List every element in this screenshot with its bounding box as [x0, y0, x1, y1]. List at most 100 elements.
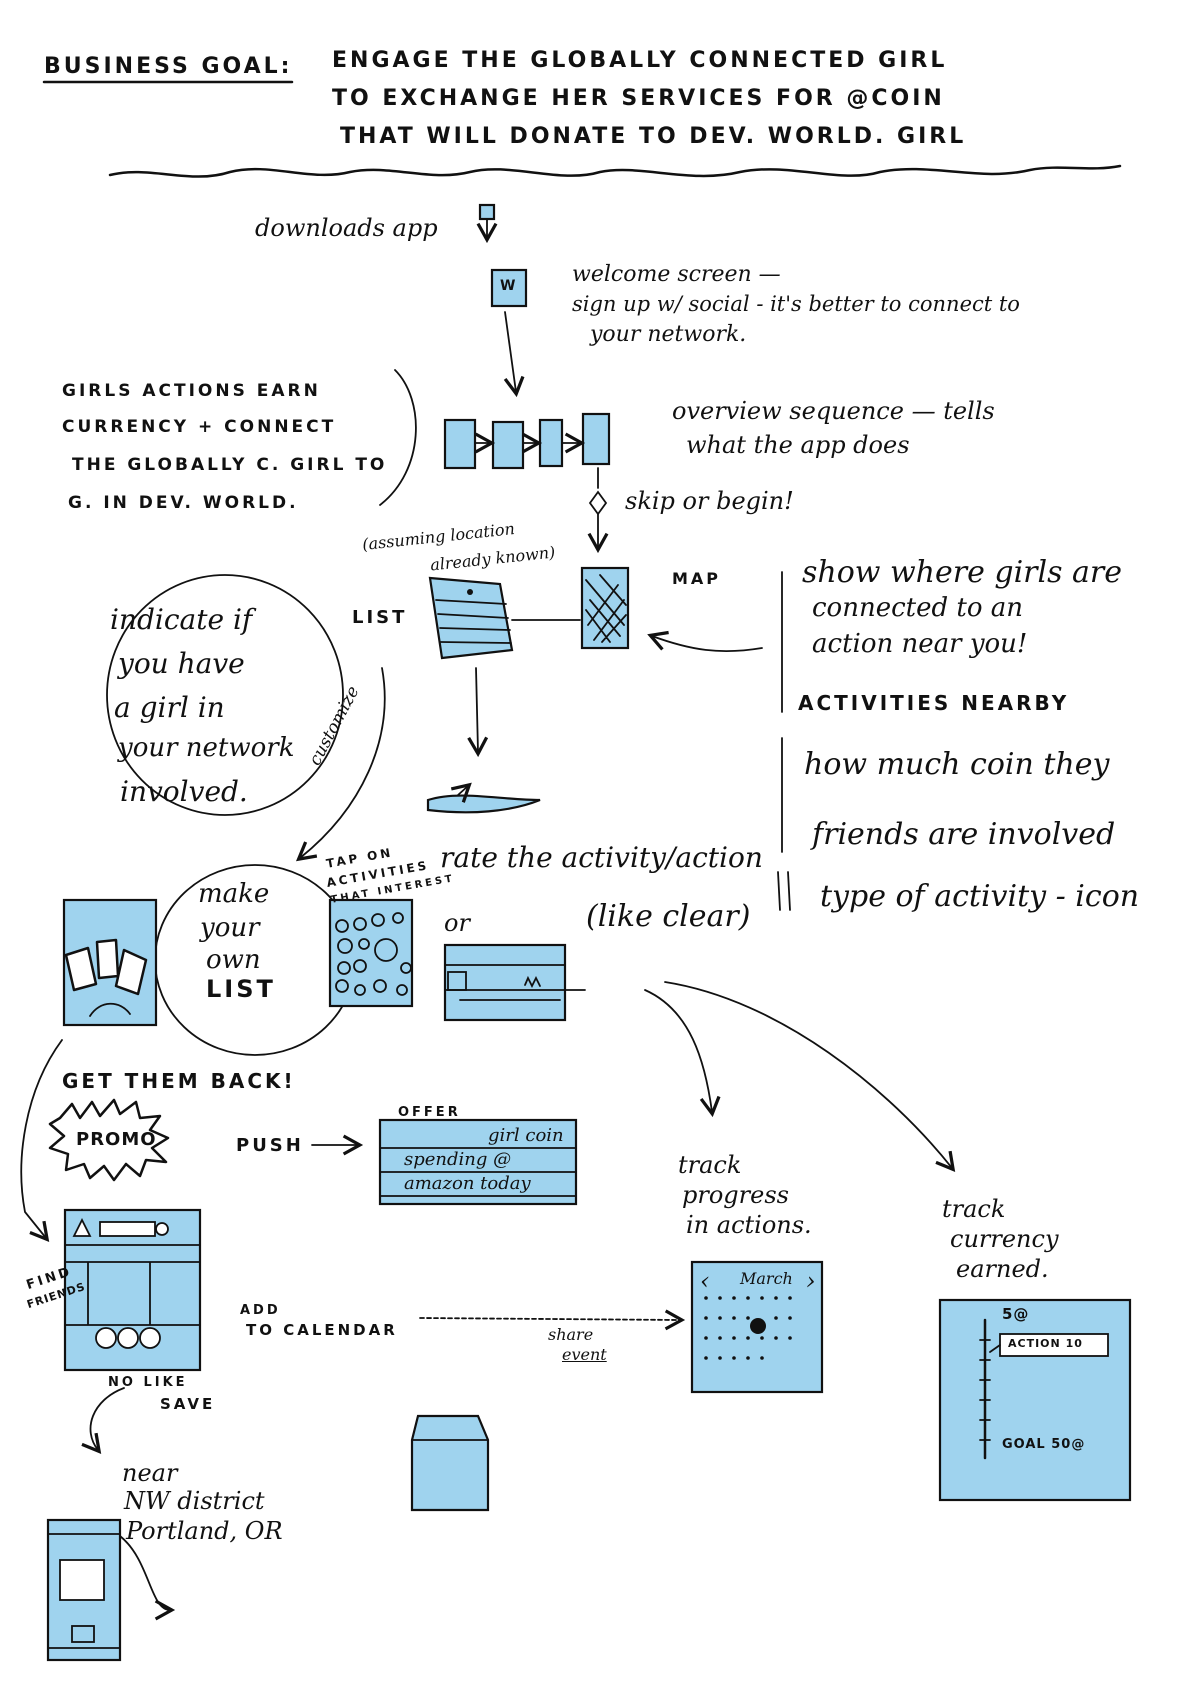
offer-card-lines	[379, 1147, 577, 1197]
home-profile-triangle	[72, 1217, 92, 1237]
currency-top-value: 5@	[1002, 1305, 1030, 1323]
track-currency-3: earned.	[956, 1255, 1049, 1283]
add-calendar-2: TO CALENDAR	[246, 1321, 398, 1339]
welcome-icon-letter: W	[500, 278, 516, 294]
calendar-month: March	[740, 1269, 793, 1288]
home-friend-avatars	[95, 1327, 161, 1349]
make-list-3: own	[206, 945, 261, 975]
location-header-lines	[47, 1533, 121, 1649]
rate-note: rate the activity/action	[440, 841, 763, 874]
offer-label: OFFER	[398, 1105, 461, 1120]
track-currency-1: track	[942, 1195, 1006, 1223]
calendar-prev-icon: ‹	[700, 1267, 710, 1295]
indicate-note-2: you have	[118, 647, 245, 680]
promo-label: PROMO	[76, 1129, 157, 1150]
promo-burst	[48, 1098, 170, 1182]
show-note-3: action near you!	[812, 629, 1028, 659]
like-clear-note: (like clear)	[586, 899, 751, 934]
arrow-save-near	[81, 1387, 125, 1455]
indicate-note-3: a girl in	[114, 691, 225, 724]
download-app-icon	[478, 203, 496, 221]
currency-screen	[938, 1298, 1132, 1502]
indicate-bubble	[106, 574, 344, 816]
nearby-note: ACTIVITIES NEARBY	[798, 691, 1070, 715]
welcome-note-2: sign up w/ social - it's better to conne…	[572, 292, 1020, 316]
customize-arrow	[295, 667, 386, 862]
goal-line-3: THAT WILL DONATE TO DEV. WORLD. GIRL	[340, 124, 967, 149]
welcome-note-1: welcome screen —	[572, 262, 781, 287]
push-label: PUSH	[236, 1135, 304, 1156]
event-detail-screen	[410, 1414, 490, 1512]
currency-action-label: ACTION 10	[1008, 1337, 1083, 1350]
swipe-hint-arrow	[450, 782, 472, 803]
overview-frame-2	[491, 420, 525, 470]
overview-frame-1	[443, 418, 477, 470]
currency-goal-label: GOAL 50@	[1002, 1437, 1086, 1452]
girls-note-3: THE GLOBALLY C. GIRL TO	[72, 455, 388, 475]
show-note-1: show where girls are	[802, 555, 1123, 590]
or-like-note: or	[444, 909, 470, 937]
location-footer-box	[71, 1625, 95, 1643]
calendar-day-dots	[704, 1296, 792, 1360]
coin-note: how much coin they	[804, 747, 1110, 782]
currency-tag-pointer	[989, 1344, 1001, 1353]
calendar-next-icon: ›	[806, 1267, 816, 1295]
welcome-screen-thumbnail	[490, 268, 528, 308]
push-offer-card	[378, 1118, 578, 1206]
overview-frame-3	[538, 418, 564, 468]
welcome-note-3: your network.	[590, 322, 747, 347]
indicate-note-1: indicate if	[110, 603, 253, 636]
rating-row-lines	[444, 964, 586, 1001]
make-list-2: your	[200, 913, 260, 943]
girls-note-1: GIRLS ACTIONS EARN	[62, 381, 321, 401]
rating-hand-cursor	[524, 975, 541, 989]
notes-rule-3	[777, 871, 791, 911]
location-map-box	[59, 1559, 105, 1601]
no-like-label: NO LIKE	[108, 1375, 188, 1390]
girls-actions-bracket	[379, 369, 417, 506]
show-note-2: connected to an	[812, 593, 1024, 623]
track-progress-1: track	[678, 1151, 742, 1179]
offer-text-3: amazon today	[404, 1173, 531, 1194]
indicate-note-4: your network	[118, 733, 295, 763]
customize-undo-arrow	[89, 1002, 131, 1017]
share-event-1: share	[548, 1325, 594, 1344]
map-label: MAP	[672, 569, 722, 588]
skip-decision-diamond	[588, 490, 608, 516]
add-calendar-1: ADD	[240, 1303, 281, 1318]
wavy-divider	[108, 164, 1122, 178]
home-grid-lines	[64, 1244, 201, 1326]
girls-note-2: CURRENCY + CONNECT	[62, 417, 337, 437]
arrow-rate-progress	[644, 989, 721, 1118]
calendar-selected-day	[750, 1318, 766, 1334]
type-note: type of activity - icon	[820, 879, 1140, 914]
list-label: LIST	[352, 607, 408, 628]
customize-cards	[64, 938, 148, 996]
near-note-1: near	[122, 1459, 178, 1487]
share-event-2: event	[562, 1345, 607, 1364]
goal-label: BUSINESS GOAL:	[44, 54, 293, 79]
overview-note-1: overview sequence — tells	[672, 397, 995, 425]
arrow-list-rate	[467, 667, 489, 758]
home-search-bar	[99, 1221, 156, 1237]
track-progress-3: in actions.	[686, 1211, 812, 1239]
swipe-card	[426, 794, 541, 814]
goal-line-1: ENGAGE THE GLOBALLY CONNECTED GIRL	[332, 48, 948, 73]
home-settings-dot	[155, 1222, 169, 1236]
arrow-rate-currency	[664, 981, 956, 1173]
location-expand-arrow	[119, 1535, 176, 1621]
track-progress-2: progress	[682, 1181, 789, 1209]
girls-note-4: G. IN DEV. WORLD.	[68, 493, 299, 513]
get-back-note: GET THEM BACK!	[62, 1069, 296, 1093]
skip-note: skip or begin!	[625, 487, 794, 515]
arrow-back-home	[20, 1039, 63, 1242]
indicate-note-5: involved.	[120, 775, 248, 808]
list-screen-thumbnail	[428, 576, 514, 660]
arrow-calendar-progress	[419, 1309, 686, 1331]
save-label: SAVE	[160, 1395, 216, 1413]
overview-note-2: what the app does	[686, 431, 910, 459]
offer-text-1: girl coin	[488, 1125, 564, 1146]
rating-selected-tile	[447, 971, 467, 991]
overview-frame-4	[581, 412, 611, 466]
